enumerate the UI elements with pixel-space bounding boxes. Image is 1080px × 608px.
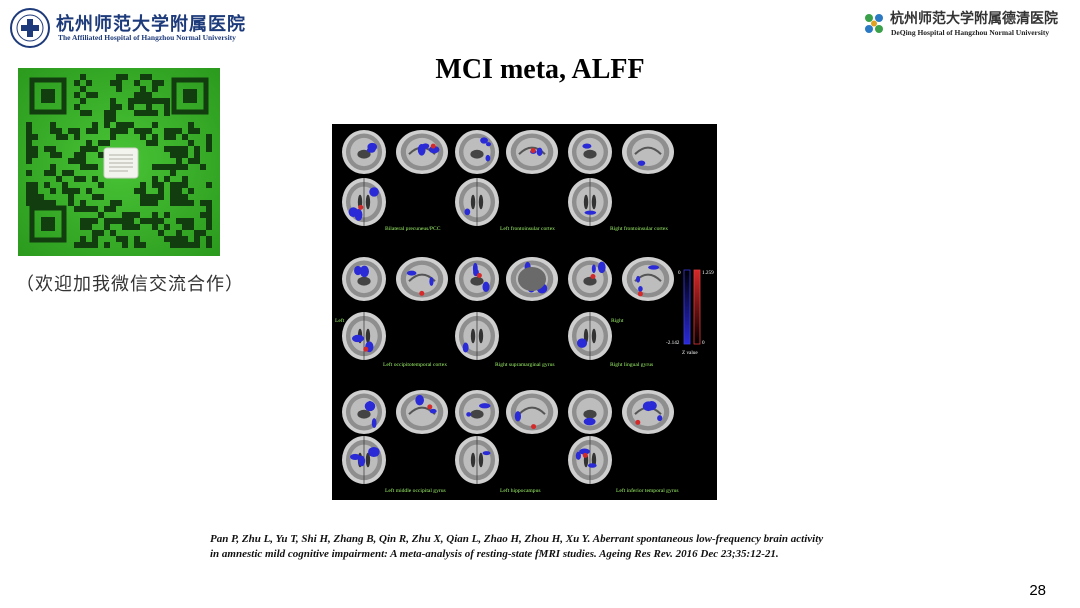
- label-left-frontoinsular: Left frontoinsular cortex: [500, 225, 555, 232]
- label-right-frontoinsular: Right frontoinsular cortex: [610, 225, 668, 232]
- brain-slice-thumbnail: [342, 130, 386, 174]
- right-logo-name-en: DeQing Hospital of Hangzhou Normal Unive…: [891, 28, 1050, 37]
- brain-slices-graphic: Bilateral precuneus/PCC Left frontoinsul…: [335, 130, 714, 494]
- brain-slice-thumbnail: [396, 130, 448, 174]
- alff-meta-analysis-figure: Bilateral precuneus/PCC Left frontoinsul…: [332, 124, 717, 500]
- label-left-middle-occipital: Left middle occipital gyrus: [385, 487, 446, 494]
- brain-slice-thumbnail: [455, 436, 499, 484]
- label-right-side: Right: [611, 318, 624, 324]
- label-left-occipitotemporal: Left occipitotemporal cortex: [383, 361, 447, 368]
- label-precuneus: Bilateral precuneus/PCC: [385, 226, 441, 232]
- colorbar-top-left: 0: [678, 270, 681, 276]
- label-right-supramarginal: Right supramarginal gyrus: [495, 362, 555, 368]
- brain-slice-thumbnail: [622, 257, 674, 301]
- wechat-caption: （欢迎加我微信交流合作）: [16, 274, 244, 295]
- brain-slice-thumbnail: [455, 257, 499, 301]
- colorbar-bottom-left: -2.142: [666, 340, 680, 346]
- wechat-qr-code: [18, 68, 220, 256]
- brain-slice-thumbnail: [455, 390, 499, 434]
- left-logo-name-cn: 杭州师范大学附属医院: [56, 14, 246, 35]
- deqing-hospital-mark-icon: [865, 14, 883, 33]
- colorbar-bottom-right: 0: [702, 340, 705, 346]
- brain-slice-thumbnail: [455, 130, 499, 174]
- brain-slice-thumbnail: [568, 436, 612, 484]
- brain-slice-thumbnail: [568, 390, 612, 434]
- slide-title: MCI meta, ALFF: [435, 54, 645, 85]
- label-left-side: Left: [335, 317, 345, 324]
- brain-slice-thumbnail: [455, 312, 499, 360]
- brain-slice-thumbnail: [568, 178, 612, 226]
- brain-slice-thumbnail: [622, 390, 674, 434]
- hospital-seal-icon: [10, 8, 50, 48]
- citation-line-1: Pan P, Zhu L, Yu T, Shi H, Zhang B, Qin …: [210, 533, 824, 545]
- brain-slice-thumbnail: [342, 436, 386, 484]
- brain-slice-thumbnail: [506, 390, 558, 434]
- colorbar-label: Z value: [682, 350, 698, 356]
- deqing-hospital-logo: 杭州师范大学附属德清医院 DeQing Hospital of Hangzhou…: [860, 8, 1070, 40]
- right-logo-name-cn: 杭州师范大学附属德清医院: [890, 11, 1058, 27]
- label-left-inferior-temporal: Left inferior temporal gyrus: [616, 487, 679, 494]
- citation: Pan P, Zhu L, Yu T, Shi H, Zhang B, Qin …: [210, 532, 970, 562]
- brain-slice-thumbnail: [342, 312, 386, 360]
- brain-slice-thumbnail: [506, 130, 558, 174]
- brain-slice-thumbnail: [568, 312, 612, 360]
- page-number: 28: [1029, 582, 1046, 599]
- brain-slice-thumbnail: [396, 390, 448, 434]
- z-value-colorbar: 0 1.259 -2.142 0 Z value: [666, 269, 714, 356]
- affiliated-hospital-logo: 杭州师范大学附属医院 The Affiliated Hospital of Ha…: [10, 8, 250, 48]
- brain-slice-thumbnail: [342, 178, 386, 226]
- brain-slice-thumbnail: [342, 390, 386, 434]
- brain-slice-thumbnail: [622, 130, 674, 174]
- brain-slice-thumbnail: [455, 178, 499, 226]
- colorbar-top-right: 1.259: [702, 270, 714, 276]
- brain-slice-thumbnail: [342, 257, 386, 301]
- brain-slice-thumbnail: [396, 257, 448, 301]
- label-right-lingual: Right lingual gyrus: [610, 362, 653, 368]
- brain-slice-thumbnail: [568, 257, 612, 301]
- left-logo-name-en: The Affiliated Hospital of Hangzhou Norm…: [58, 33, 236, 42]
- glass-brain-inset: [518, 267, 546, 291]
- citation-line-2: in amnestic mild cognitive impairment: A…: [210, 548, 779, 560]
- label-left-hippocampus: Left hippocampus: [500, 487, 541, 494]
- brain-slice-thumbnail: [568, 130, 612, 174]
